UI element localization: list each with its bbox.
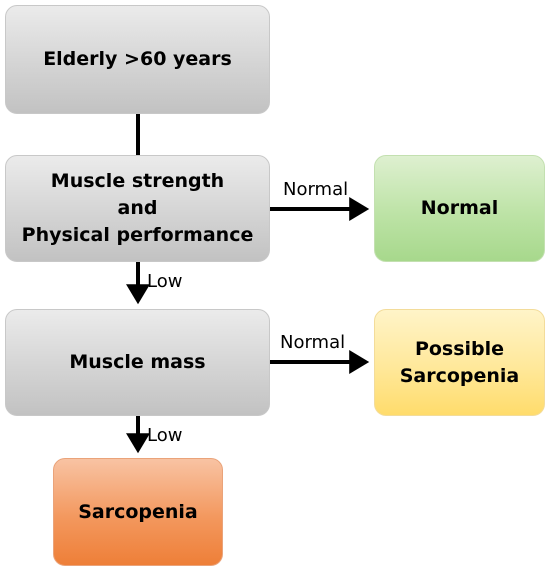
node-possible-sarcopenia: Possible Sarcopenia [374,309,545,416]
node-elderly: Elderly >60 years [5,5,270,114]
node-elderly-line-1: Elderly >60 years [43,48,232,70]
edge-label-mass-low: Low [147,425,183,446]
edge-label-mass-normal: Normal [280,332,346,353]
node-muscle-mass: Muscle mass [5,309,270,416]
node-possible-line-1: Possible [414,337,505,360]
node-normal: Normal [374,155,545,262]
node-sarcopenia-line-1: Sarcopenia [78,500,198,523]
node-strength-line-2: and [117,197,158,219]
node-muscle-strength-performance: Muscle strength and Physical performance [5,155,270,262]
edge-label-strength-normal: Normal [283,179,349,200]
node-strength-line-1: Muscle strength [50,170,225,192]
edge-label-strength-low: Low [147,271,183,292]
node-mass-line-1: Muscle mass [69,351,206,373]
node-sarcopenia: Sarcopenia [53,458,223,566]
node-normal-line-1: Normal [420,197,499,219]
node-possible-line-2: Sarcopenia [399,364,520,387]
node-strength-line-3: Physical performance [21,224,254,246]
